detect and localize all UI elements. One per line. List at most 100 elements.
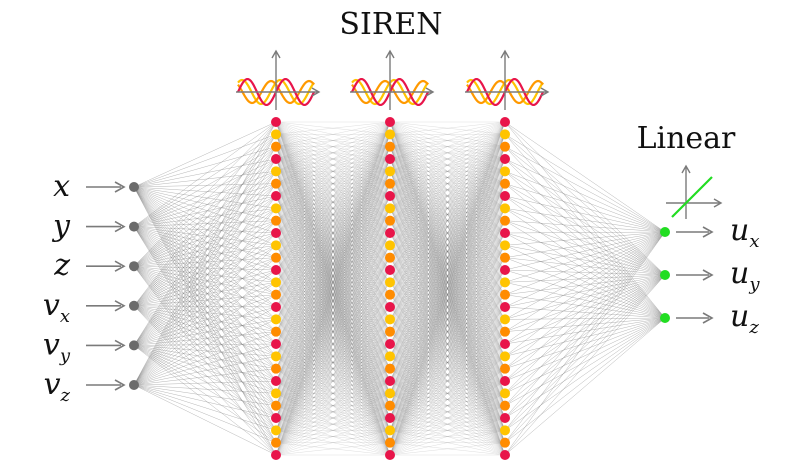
edge [275, 171, 391, 369]
edge [389, 208, 506, 406]
edge [133, 232, 277, 386]
edge [389, 430, 506, 443]
edge [389, 146, 506, 406]
edge [504, 274, 666, 406]
edge [275, 134, 391, 394]
edge [275, 158, 391, 258]
edge [133, 232, 277, 267]
edge [389, 356, 506, 369]
edge [389, 158, 506, 283]
edge [389, 208, 506, 443]
edge [389, 282, 506, 419]
hidden-neuron [500, 215, 510, 226]
edge [275, 220, 391, 382]
edge [389, 146, 506, 419]
edge [389, 368, 506, 382]
edge [389, 134, 506, 221]
hidden-neuron [500, 388, 510, 399]
edge [275, 134, 391, 345]
edge [389, 134, 506, 345]
edge [389, 356, 506, 406]
edge [389, 319, 506, 443]
edge [389, 171, 506, 234]
edge [275, 121, 391, 197]
edge [275, 158, 391, 271]
edge [389, 134, 506, 283]
edge [275, 294, 391, 406]
edge [275, 232, 391, 406]
edge [389, 306, 506, 320]
edge [275, 331, 391, 443]
edge [389, 245, 506, 345]
edge [133, 186, 277, 197]
edge [275, 220, 391, 345]
edge [275, 220, 391, 419]
hidden-neuron [271, 326, 281, 337]
edge [275, 294, 391, 394]
edge [389, 319, 506, 456]
edge [389, 380, 506, 419]
edge [389, 183, 506, 357]
edge [275, 368, 391, 406]
edge [389, 294, 506, 308]
edge [275, 232, 391, 332]
edge [389, 306, 506, 419]
edge [275, 121, 391, 357]
edge [389, 171, 506, 221]
edge [275, 146, 391, 197]
edge [389, 282, 506, 308]
edge [275, 343, 391, 443]
edge [389, 121, 506, 221]
edge [275, 282, 391, 456]
edge [275, 208, 391, 258]
edge [275, 208, 391, 456]
edge [389, 134, 506, 332]
edge [389, 405, 506, 431]
edge [389, 269, 506, 431]
edge [275, 245, 391, 345]
edge [389, 245, 506, 394]
edge [389, 121, 506, 320]
edge [133, 257, 277, 346]
edge [389, 158, 506, 382]
edge [275, 257, 391, 456]
edge [133, 208, 277, 307]
edge [389, 220, 506, 357]
edge [389, 183, 506, 271]
edge [389, 183, 506, 234]
edge [504, 317, 666, 456]
edge [275, 319, 391, 382]
edge [275, 208, 391, 345]
edge [275, 171, 391, 419]
edge [389, 121, 506, 394]
hidden-neuron [271, 141, 281, 152]
edge [389, 257, 506, 357]
edge [389, 208, 506, 456]
edge [389, 121, 506, 147]
hidden-neuron [385, 314, 395, 325]
edge [275, 183, 391, 406]
hidden-neuron [385, 178, 395, 189]
edge [133, 121, 277, 306]
edge [275, 232, 391, 332]
edge [389, 331, 506, 456]
edge [389, 146, 506, 271]
edge [275, 319, 391, 456]
edge [133, 121, 277, 188]
edge [389, 220, 506, 456]
edge [504, 274, 666, 394]
edge [275, 158, 391, 172]
edge [389, 331, 506, 345]
edge [275, 183, 391, 394]
edge [275, 282, 391, 406]
edge [275, 158, 391, 197]
edge [275, 183, 391, 271]
edge [275, 319, 391, 406]
edge [275, 245, 391, 369]
edge [275, 134, 391, 221]
edge [389, 331, 506, 382]
edge [389, 171, 506, 209]
edge [275, 121, 391, 172]
edge [389, 195, 506, 345]
edge [389, 356, 506, 419]
